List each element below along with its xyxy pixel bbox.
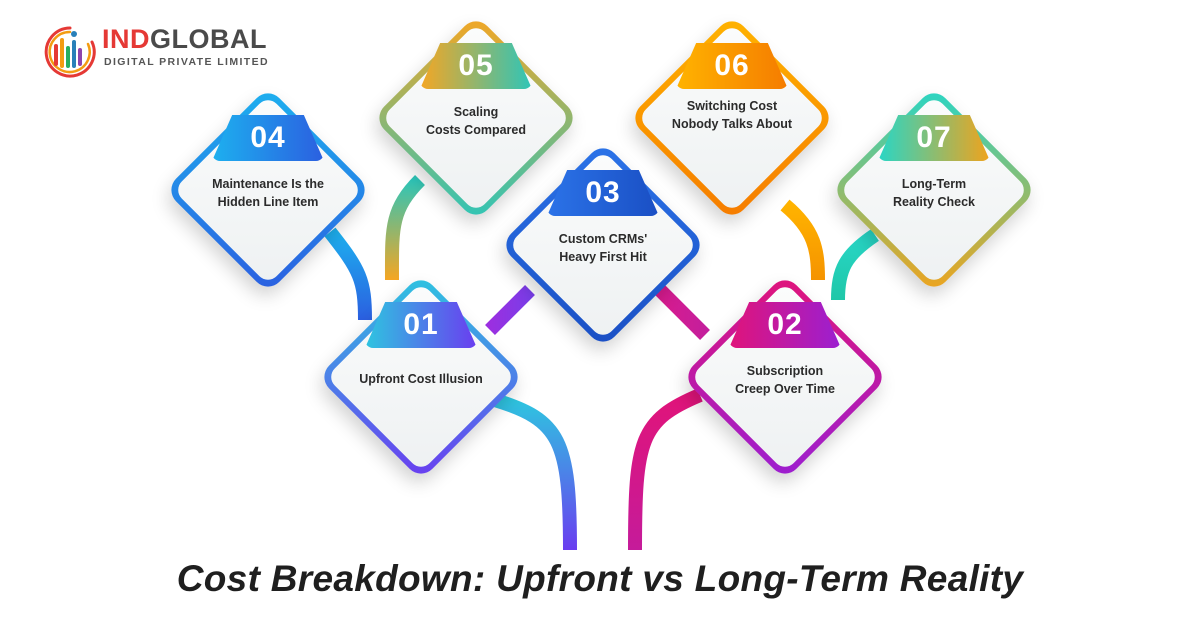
step-card-01: 01 Upfront Cost Illusion [306,262,536,492]
step-label-03: Custom CRMs'Heavy First Hit [558,232,648,264]
step-number-03: 03 [547,170,659,216]
step-number-01: 01 [365,302,477,348]
step-number-06: 06 [676,43,788,89]
logo-wordmark: INDGLOBAL [102,24,267,54]
logo-tagline: DIGITAL PRIVATE LIMITED [104,56,270,68]
logo-mark-icon [44,26,96,78]
company-logo[interactable]: INDGLOBAL DIGITAL PRIVATE LIMITED [40,22,280,78]
step-number-07: 07 [878,115,990,161]
step-number-02: 02 [729,302,841,348]
step-label-01: Upfront Cost Illusion [359,372,483,386]
step-card-03: 03 Custom CRMs'Heavy First Hit [488,130,718,360]
step-number-05: 05 [420,43,532,89]
step-number-04: 04 [212,115,324,161]
page-title: Cost Breakdown: Upfront vs Long-Term Rea… [176,558,1024,599]
